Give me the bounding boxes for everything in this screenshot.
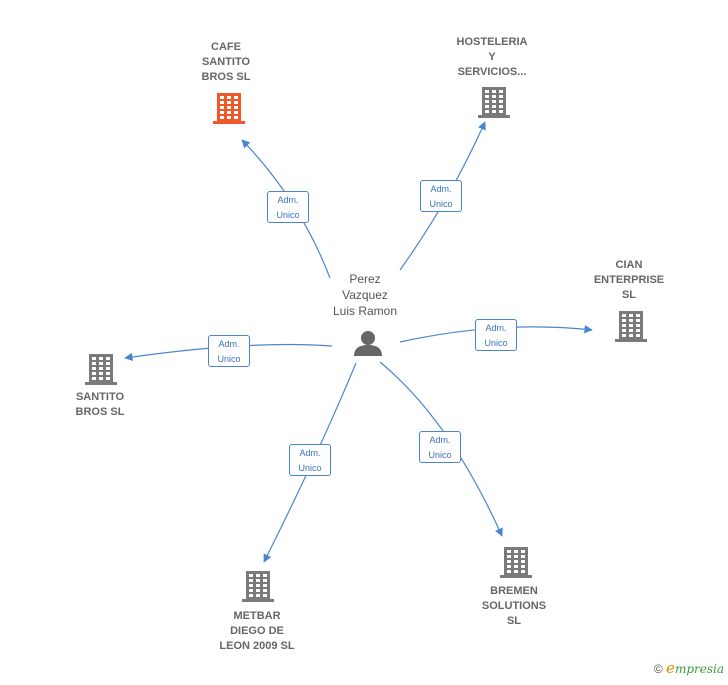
building-icon-metbar[interactable] bbox=[242, 571, 274, 602]
edge-label-santito[interactable]: Adm. Unico bbox=[208, 335, 250, 367]
node-label-metbar[interactable]: METBAR DIEGO DE LEON 2009 SL bbox=[219, 610, 295, 652]
node-label-bremen[interactable]: BREMEN SOLUTIONS SL bbox=[481, 585, 547, 627]
edge-label-hosteleria[interactable]: Adm. Unico bbox=[420, 180, 462, 212]
edge-label-metbar[interactable]: Adm. Unico bbox=[289, 444, 331, 476]
building-icon-hosteleria[interactable] bbox=[478, 87, 510, 118]
node-label-santito[interactable]: SANTITO BROS SL bbox=[75, 391, 125, 418]
icons-layer bbox=[85, 87, 647, 602]
person-icon[interactable] bbox=[354, 331, 382, 356]
node-label-cian[interactable]: CIAN ENTERPRISE SL bbox=[593, 259, 665, 301]
building-icon-santito[interactable] bbox=[85, 354, 117, 385]
edges-layer bbox=[124, 121, 593, 563]
footer-brand: © empresia bbox=[654, 659, 724, 677]
copyright-symbol: © bbox=[653, 662, 663, 676]
brand-logo: empresia bbox=[666, 659, 724, 677]
edge-label-cafe[interactable]: Adm. Unico bbox=[267, 191, 309, 223]
building-icon-bremen[interactable] bbox=[500, 547, 532, 578]
node-label-cafe[interactable]: CAFE SANTITO BROS SL bbox=[201, 41, 251, 83]
edge-label-cian[interactable]: Adm. Unico bbox=[475, 319, 517, 351]
node-label-hosteleria[interactable]: HOSTELERIA Y SERVICIOS... bbox=[456, 36, 528, 78]
building-icon-cafe[interactable] bbox=[213, 93, 245, 124]
center-person-label[interactable]: Perez Vazquez Luis Ramon bbox=[332, 272, 398, 318]
edge-label-bremen[interactable]: Adm. Unico bbox=[419, 431, 461, 463]
building-icon-cian[interactable] bbox=[615, 311, 647, 342]
